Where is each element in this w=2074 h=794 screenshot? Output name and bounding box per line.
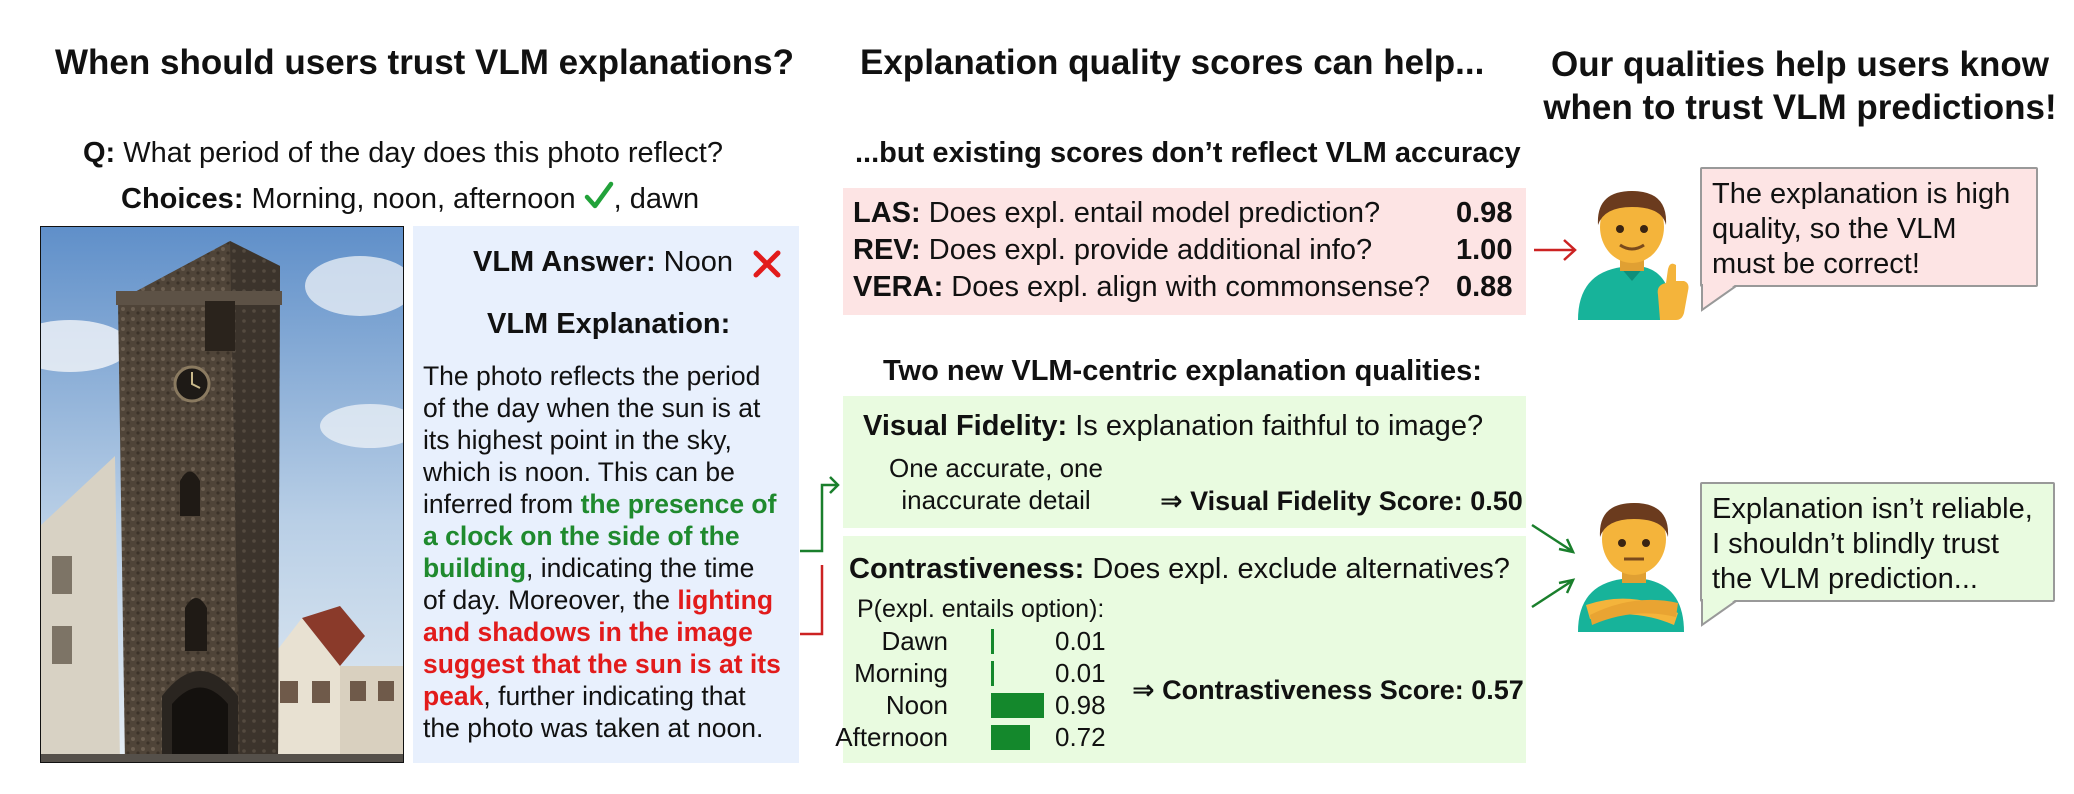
score-question: Does expl. provide additional info? [928,234,1373,266]
vlm-answer-panel [413,226,799,763]
entailment-prob-label: P(expl. entails option): [857,595,1105,623]
choices-label: Choices: [121,183,244,215]
bar-label-morning: Morning [854,658,948,688]
visual-fidelity-detail: One accurate, one inaccurate detail [876,452,1116,516]
choices: Choices: Morning, noon, afternoon , dawn [121,181,699,216]
exp-accurate-detail: the presence of [580,489,777,519]
col3-title-line: when to trust VLM predictions! [1543,88,2057,127]
contrastiveness-label: Contrastiveness: [849,553,1085,585]
visual-fidelity-text: Is explanation faithful to image? [1075,410,1484,442]
bubble-line: Explanation isn’t reliable, [1712,493,2033,525]
exp-inaccurate-detail: peak [423,681,484,711]
score-name: LAS: [853,197,921,229]
exp-plain: inferred from [423,489,581,519]
exp-plain: , indicating the time [526,553,755,583]
vlm-answer: VLM Answer: Noon [473,246,733,279]
visual-fidelity-score: ⇒ Visual Fidelity Score: 0.50 [1160,486,1523,516]
score-name: REV: [853,234,921,266]
tower-photo [40,226,404,763]
arrow-to-user-1 [1534,239,1577,261]
exp-line: building, indicating the time [423,552,795,584]
vf-detail-line: One accurate, one [889,453,1103,483]
speech-bubble-tail [1701,284,1737,312]
vf-detail-line: inaccurate detail [901,485,1091,515]
exp-line: the photo was taken at noon. [423,713,764,743]
score-value: 0.98 [1456,197,1513,229]
col3-title-line: Our qualities help users know [1551,45,2049,84]
exp-accurate-detail: a clock on the side of the [423,521,740,551]
speech-bubble-tail [1701,599,1737,627]
person-thumbs-up-icon [1578,191,1689,320]
visual-fidelity-question: Visual Fidelity: Is explanation faithful… [863,410,1483,443]
bar-label-dawn: Dawn [881,626,948,656]
exp-plain: , further indicating that [483,681,746,711]
connector-arrows [800,476,840,636]
score-value: 0.88 [1456,271,1513,303]
score-question: Does expl. align with commonsense? [951,271,1431,303]
col1-title: When should users trust VLM explanations… [55,43,794,82]
bar-value-noon: 0.98 [1055,690,1106,720]
exp-inaccurate-detail: suggest that the sun is at its [423,649,781,679]
choices-text: Morning, noon, afternoon [251,183,576,215]
exp-accurate-detail: building [423,553,527,583]
col2-title: Explanation quality scores can help... [860,43,1485,82]
bubble-line: must be correct! [1712,248,1920,280]
bubble-line: quality, so the VLM [1712,213,1957,245]
exp-line: which is noon. This can be [423,457,735,487]
bar-value-afternoon: 0.72 [1055,722,1106,752]
bar-value-dawn: 0.01 [1055,626,1106,656]
vlm-answer-label: VLM Answer: [473,246,656,278]
exp-line: of the day when the sun is at [423,393,761,423]
red-cross-icon [753,250,781,278]
contrastiveness-score: ⇒ Contrastiveness Score: 0.57 [1132,675,1524,705]
bar-noon [991,693,1044,718]
vlm-answer-value: Noon [663,246,733,278]
question: Q: What period of the day does this phot… [83,137,723,170]
bar-label-afternoon: Afternoon [835,722,948,752]
bar-afternoon [991,725,1030,750]
exp-line: its highest point in the sky, [423,425,732,455]
exp-line: The photo reflects the period [423,361,761,391]
person-arms-crossed-icon [1578,503,1684,632]
bubble-line: the VLM prediction... [1712,563,1978,595]
existing-scores-subtitle: ...but existing scores don’t reflect VLM… [855,137,1521,169]
exp-inaccurate-detail: and shadows in the image [423,617,753,647]
exp-plain: of day. Moreover, the [423,585,678,615]
speech-bubble-skeptical: Explanation isn’t reliable, I shouldn’t … [1700,482,2055,602]
visual-fidelity-label: Visual Fidelity: [863,410,1068,442]
exp-line: inferred from the presence of [423,488,795,520]
existing-scores-panel [843,188,1526,315]
arrows-to-user-2 [1531,523,1576,609]
col3-title: Our qualities help users know when to tr… [1530,43,2070,129]
entailment-bar-chart: Dawn 0.01 Morning 0.01 Noon 0.98 Afterno… [835,625,1130,760]
question-text: What period of the day does this photo r… [123,137,723,169]
bubble-line: The explanation is high [1712,178,2011,210]
vlm-explanation-heading: VLM Explanation: [487,308,731,340]
existing-score-row: VERA: Does expl. align with commonsense? [853,271,1430,304]
existing-score-row: LAS: Does expl. entail model prediction? [853,197,1380,230]
bar-label-noon: Noon [885,690,948,720]
speech-bubble-trusting: The explanation is high quality, so the … [1700,167,2038,287]
contrastiveness-panel [843,536,1526,763]
exp-line: peak, further indicating that [423,680,795,712]
score-value: 1.00 [1456,234,1513,266]
vlm-explanation-text: The photo reflects the period of the day… [423,360,795,744]
visual-fidelity-panel [843,396,1526,528]
score-question: Does expl. entail model prediction? [928,197,1381,229]
exp-inaccurate-detail: lighting [677,585,774,615]
exp-line: of day. Moreover, the lighting [423,584,795,616]
contrastiveness-question: Contrastiveness: Does expl. exclude alte… [849,553,1510,586]
new-qualities-heading: Two new VLM-centric explanation qualitie… [883,355,1482,387]
green-check-icon [584,181,613,209]
bubble-line: I shouldn’t blindly trust [1712,528,1999,560]
choices-tail: , dawn [613,183,700,215]
score-name: VERA: [853,271,944,303]
bar-value-morning: 0.01 [1055,658,1106,688]
question-label: Q: [83,137,116,169]
bar-dawn [991,629,994,654]
existing-score-row: REV: Does expl. provide additional info? [853,234,1372,267]
bar-morning [991,661,994,686]
contrastiveness-text: Does expl. exclude alternatives? [1092,553,1510,585]
